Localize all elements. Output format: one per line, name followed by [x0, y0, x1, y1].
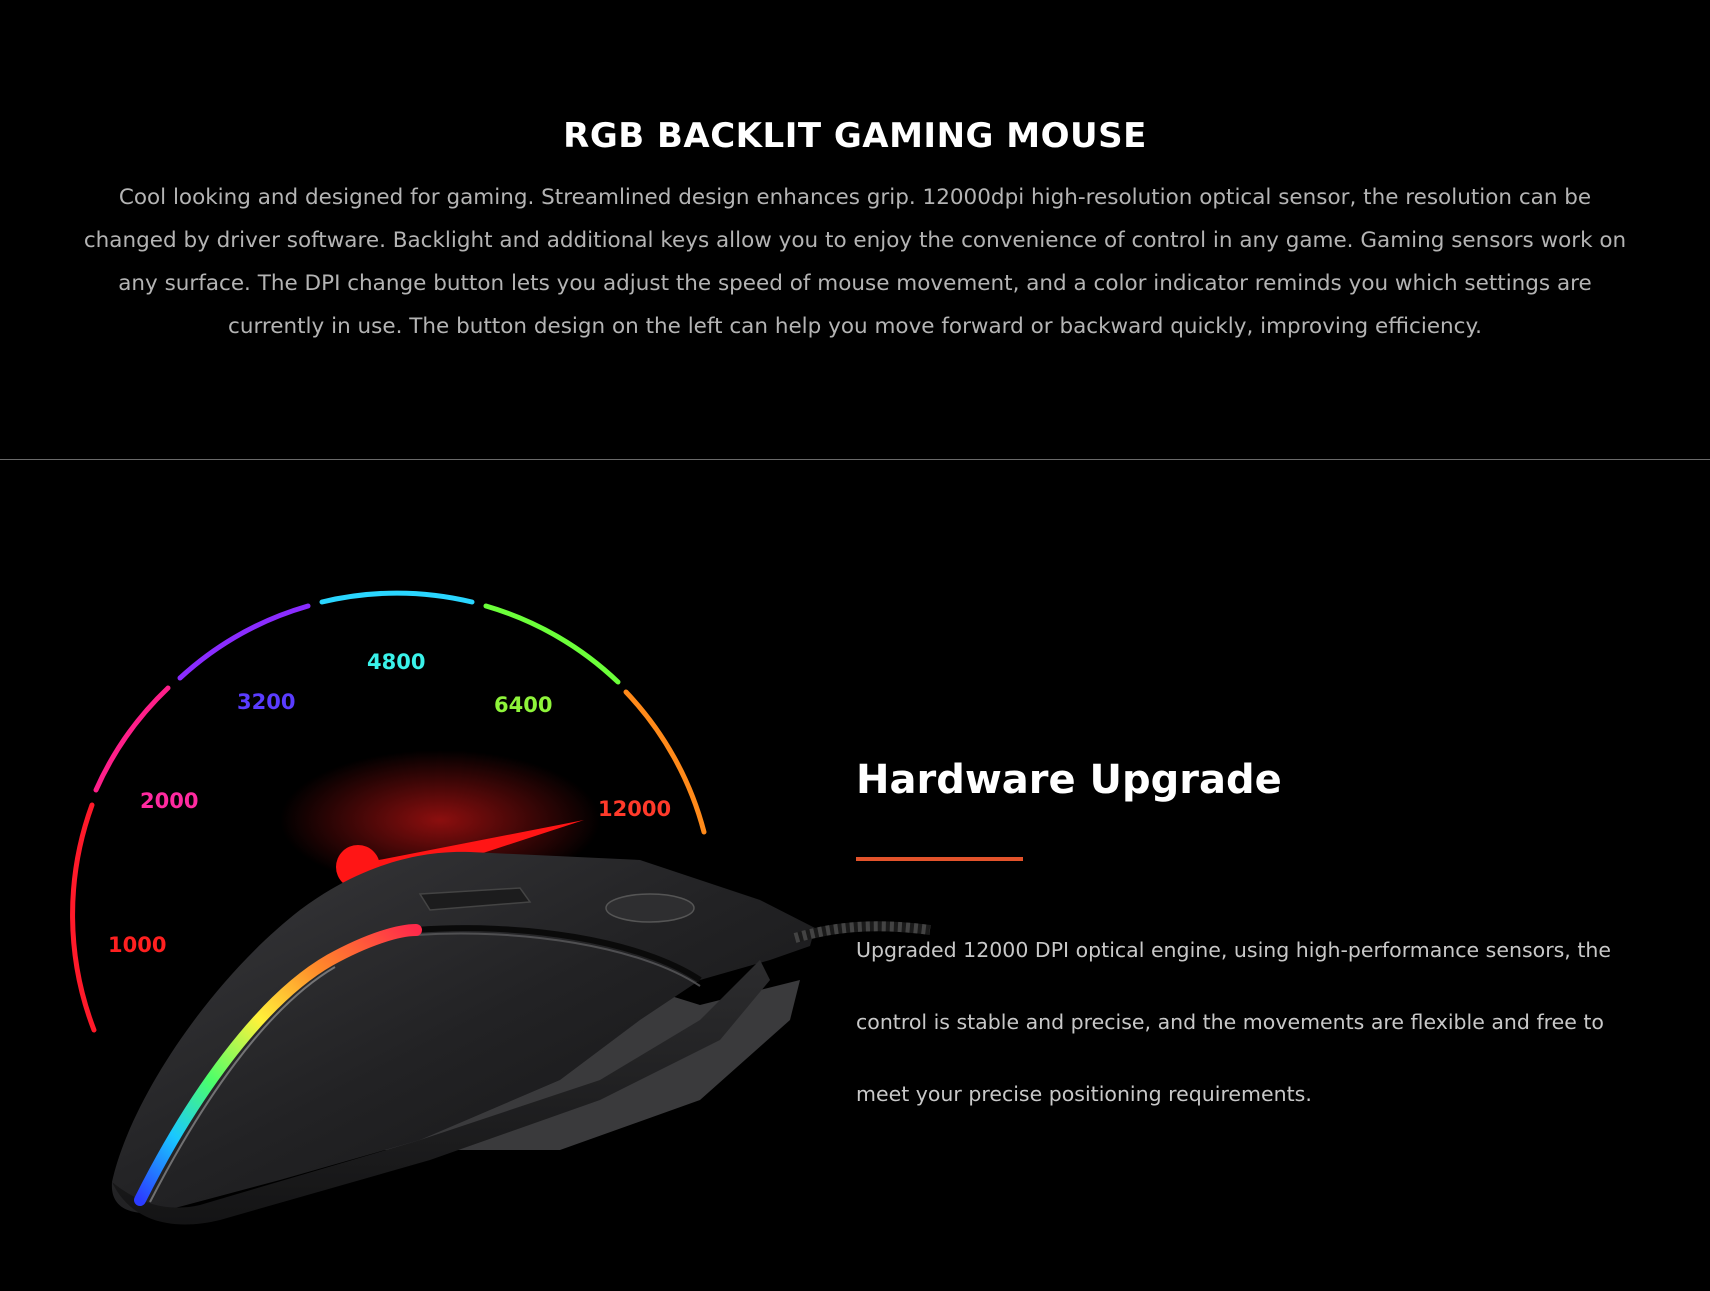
arc-segment-pink: [93, 685, 171, 793]
dpi-gauge-arc: [70, 590, 707, 1033]
feature-title: Hardware Upgrade: [856, 757, 1282, 803]
intro-section: RGB BACKLIT GAMING MOUSE Cool looking an…: [0, 0, 1710, 460]
hero-section: 1000 2000 3200 4800 6400 12000: [0, 460, 1710, 1291]
arc-segment-purple: [177, 603, 311, 681]
arc-segment-orange: [623, 689, 707, 835]
gaming-mouse: [111, 851, 931, 1225]
dpi-label-3200: 3200: [237, 690, 295, 714]
section-title: RGB BACKLIT GAMING MOUSE: [563, 116, 1147, 156]
dpi-label-6400: 6400: [494, 693, 552, 717]
dpi-label-1000: 1000: [108, 933, 166, 957]
section-divider: [0, 459, 1710, 460]
feature-title-underline: [856, 857, 1023, 861]
arc-segment-green: [483, 603, 621, 685]
dpi-label-4800: 4800: [367, 650, 425, 674]
dpi-label-12000: 12000: [598, 797, 671, 821]
dpi-label-2000: 2000: [140, 789, 198, 813]
section-description: Cool looking and designed for gaming. St…: [83, 185, 1627, 339]
feature-description: Upgraded 12000 DPI optical engine, using…: [856, 938, 1611, 1106]
arc-segment-red: [70, 802, 97, 1033]
arc-segment-cyan: [319, 590, 475, 605]
mouse-illustration: 1000 2000 3200 4800 6400 12000: [70, 590, 931, 1225]
